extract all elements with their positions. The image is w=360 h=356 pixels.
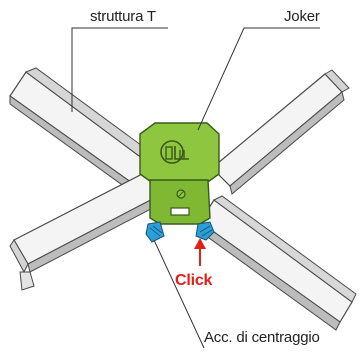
label-accessorio-centraggio: Acc. di centraggio (204, 329, 320, 346)
leader-accessorio (153, 239, 205, 349)
leader-joker (197, 27, 320, 131)
leader-lines (71, 27, 320, 349)
label-struttura-t: struttura T (90, 8, 156, 25)
label-joker: Joker (284, 8, 320, 25)
centering-accessory-right (195, 221, 215, 241)
arrow-up-icon (194, 238, 206, 266)
t-rail-diagonal-b (9, 69, 350, 291)
label-click: Click (175, 272, 213, 289)
centering-accessory-left (145, 221, 165, 243)
joker-logo-icon (160, 140, 189, 164)
leader-struttura (71, 27, 168, 112)
joker-clip (139, 122, 220, 225)
